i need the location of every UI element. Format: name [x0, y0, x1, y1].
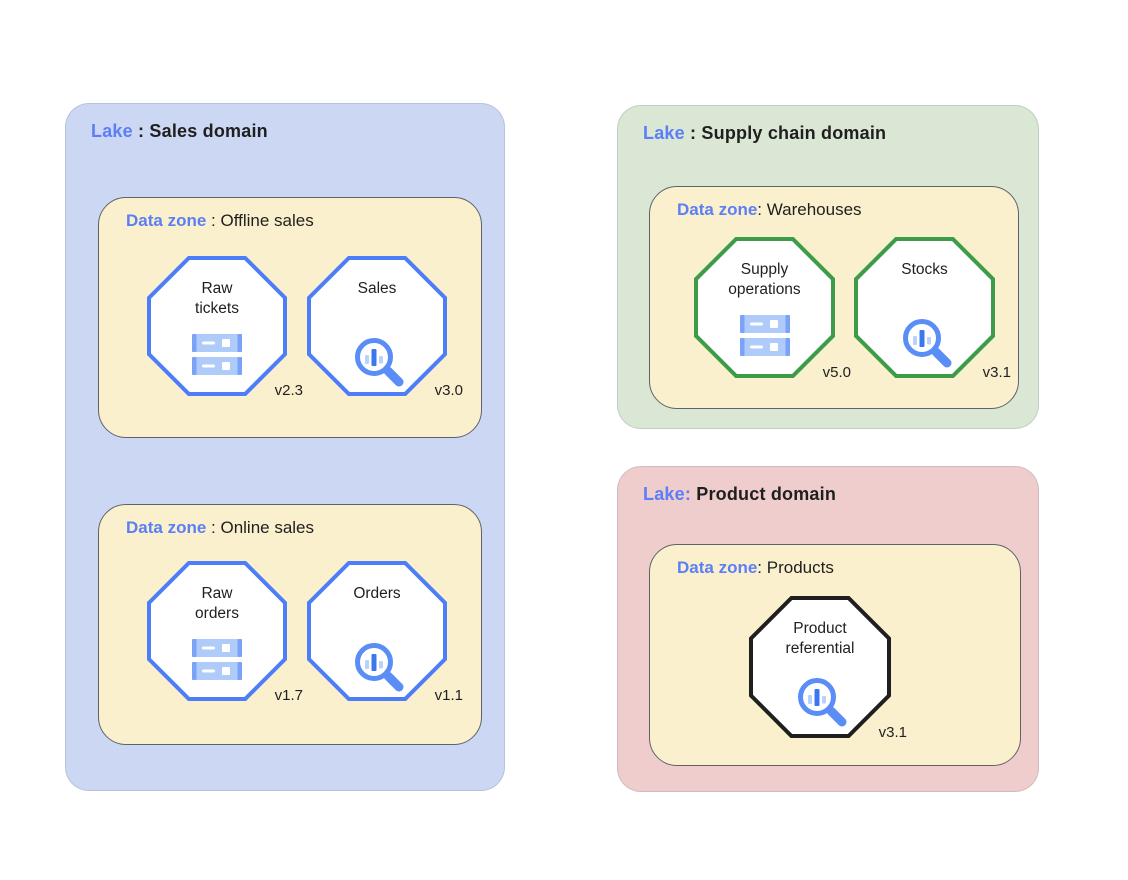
entity-sales: Sales v3.0 — [307, 256, 463, 399]
entity-name: Supply operations — [728, 261, 801, 299]
storage-icon — [739, 315, 790, 356]
entity-orders: Orders v1.1 — [307, 561, 463, 704]
entity-name: Orders — [353, 585, 401, 602]
zone-name: : Online sales — [206, 518, 315, 537]
entity-version: v1.7 — [274, 687, 303, 704]
entity-version: v3.0 — [434, 382, 463, 399]
zone-name: : Offline sales — [206, 211, 314, 230]
zone-warehouses: Data zone: Warehouses Supply operations … — [649, 186, 1019, 409]
entity-name: Raw orders — [195, 585, 239, 623]
lake-supply-title: Lake : Supply chain domain — [643, 123, 886, 144]
zone-products: Data zone: Products Product referential … — [649, 544, 1021, 766]
lake-product-domain: Lake: Product domain Data zone: Products… — [617, 466, 1039, 792]
zone-online-sales: Data zone : Online sales Raw orders v1.7… — [98, 504, 482, 745]
lake-label: Lake: — [643, 484, 692, 504]
entity-supply-operations: Supply operations v5.0 — [694, 237, 851, 381]
entity-version: v2.3 — [274, 382, 303, 399]
entity-name: Stocks — [901, 261, 948, 278]
lake-label: Lake — [643, 123, 685, 143]
lake-product-title: Lake: Product domain — [643, 484, 836, 505]
entity-raw-orders: Raw orders v1.7 — [147, 561, 303, 704]
storage-icon — [192, 334, 242, 375]
lake-name: Product domain — [691, 484, 837, 504]
entity-version: v3.1 — [982, 364, 1011, 381]
lake-sales-domain: Lake : Sales domain Data zone : Offline … — [65, 103, 505, 791]
entity-product-referential: Product referential v3.1 — [749, 596, 907, 741]
lake-name: : Supply chain domain — [684, 123, 887, 143]
zone-warehouses-title: Data zone: Warehouses — [677, 200, 862, 220]
storage-icon — [192, 639, 242, 680]
lake-supply-chain-domain: Lake : Supply chain domain Data zone: Wa… — [617, 105, 1039, 429]
entity-version: v5.0 — [822, 364, 851, 381]
entity-version: v3.1 — [878, 724, 907, 741]
zone-name: : Products — [757, 558, 834, 577]
entity-name: Product referential — [785, 620, 855, 658]
search-chart-icon — [355, 338, 404, 387]
entity-raw-tickets: Raw tickets v2.3 — [147, 256, 303, 399]
zone-offline-sales: Data zone : Offline sales Raw tickets v2… — [98, 197, 482, 438]
entity-name: Raw tickets — [195, 280, 239, 318]
data-zone-label: Data zone — [126, 211, 207, 230]
zone-products-title: Data zone: Products — [677, 558, 834, 578]
data-zone-label: Data zone — [677, 200, 758, 219]
search-chart-icon — [798, 678, 847, 727]
lake-name: : Sales domain — [132, 121, 268, 141]
data-zone-label: Data zone — [677, 558, 758, 577]
zone-online-title: Data zone : Online sales — [126, 518, 314, 538]
lake-label: Lake — [91, 121, 133, 141]
lake-sales-title: Lake : Sales domain — [91, 121, 268, 142]
search-chart-icon — [355, 643, 404, 692]
zone-offline-title: Data zone : Offline sales — [126, 211, 314, 231]
entity-version: v1.1 — [434, 687, 463, 704]
entity-stocks: Stocks v3.1 — [854, 237, 1011, 381]
zone-name: : Warehouses — [757, 200, 862, 219]
search-chart-icon — [902, 319, 951, 368]
entity-name: Sales — [357, 280, 397, 297]
data-zone-label: Data zone — [126, 518, 207, 537]
